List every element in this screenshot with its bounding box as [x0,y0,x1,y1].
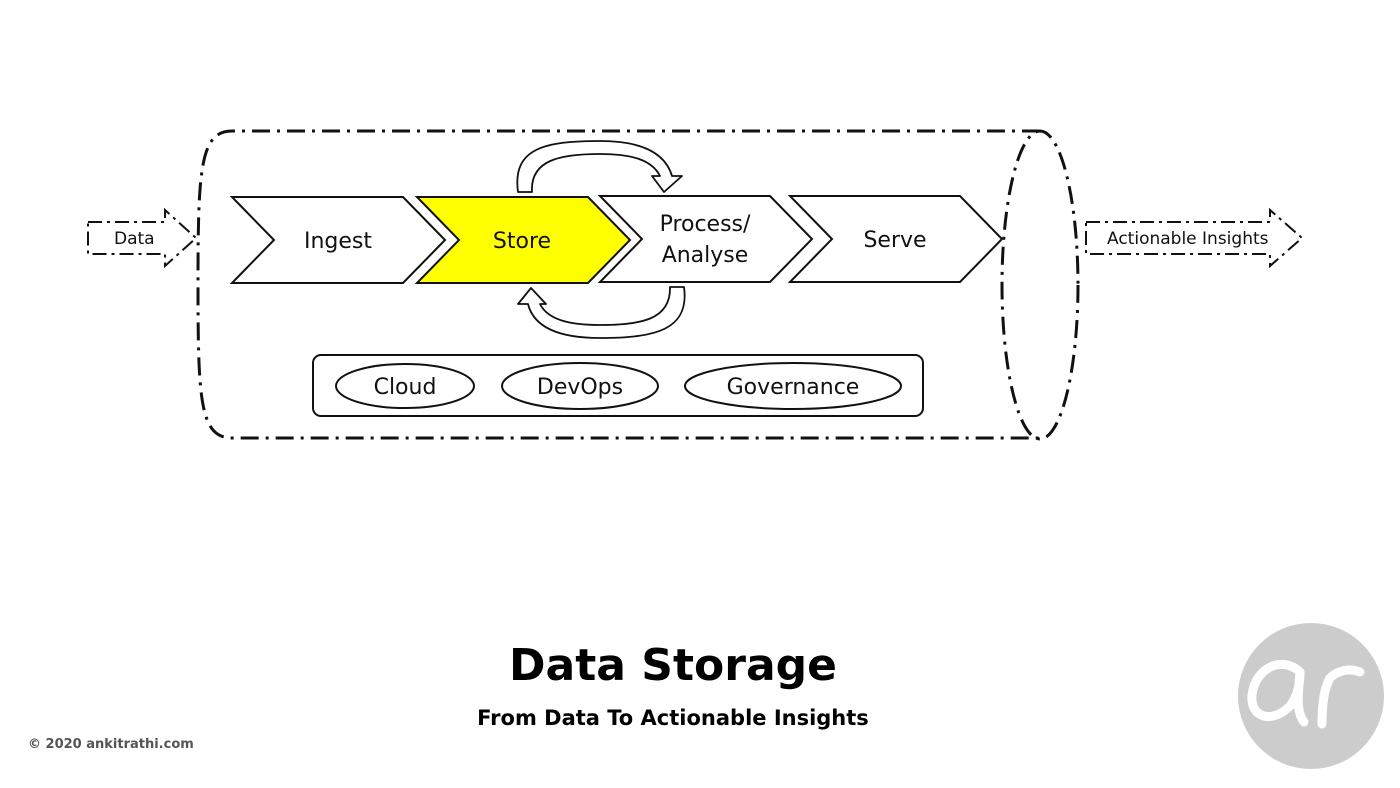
foundation-cloud: Cloud [335,363,475,409]
foundation-devops: DevOps [501,362,659,410]
stage-ingest: Ingest [229,196,447,284]
copyright-notice: © 2020 ankitrathi.com [28,737,194,752]
stage-serve-label: Serve [863,228,926,253]
data-platform-cylinder [196,129,1080,441]
stage-ingest-label: Ingest [304,229,372,254]
page-subtitle: From Data To Actionable Insights [477,706,869,730]
foundation-cloud-label: Cloud [374,375,437,400]
loop-arrow-top [516,140,683,193]
stage-store: Store [414,196,632,284]
stage-process-label-line1: Process/ [660,212,751,237]
cylinder-outline [196,129,1040,440]
stage-process-analyse: Process/ Analyse [597,195,814,283]
stage-process-label-line2: Analyse [662,243,749,268]
input-arrow-label: Data [114,229,155,249]
ar-logo [1238,623,1384,769]
foundation-devops-label: DevOps [537,375,623,400]
logo-glyph [1247,659,1365,729]
stage-serve-shape [787,195,1004,283]
output-arrow: Actionable Insights [1085,207,1304,269]
cylinder-end-cap [1000,129,1080,441]
stage-store-shape [414,196,632,284]
logo-circle [1238,623,1384,769]
stage-store-label: Store [493,229,551,254]
output-arrow-label: Actionable Insights [1107,229,1269,249]
foundations-box: Cloud DevOps Governance [312,354,924,417]
loop-arrow-bottom [517,286,686,339]
stage-ingest-shape [229,196,447,284]
page-title: Data Storage [509,640,837,691]
foundation-governance-label: Governance [727,375,860,400]
stage-serve: Serve [787,195,1004,283]
stage-process-shape [597,195,814,283]
input-arrow: Data [87,207,198,269]
foundation-governance: Governance [684,362,902,410]
